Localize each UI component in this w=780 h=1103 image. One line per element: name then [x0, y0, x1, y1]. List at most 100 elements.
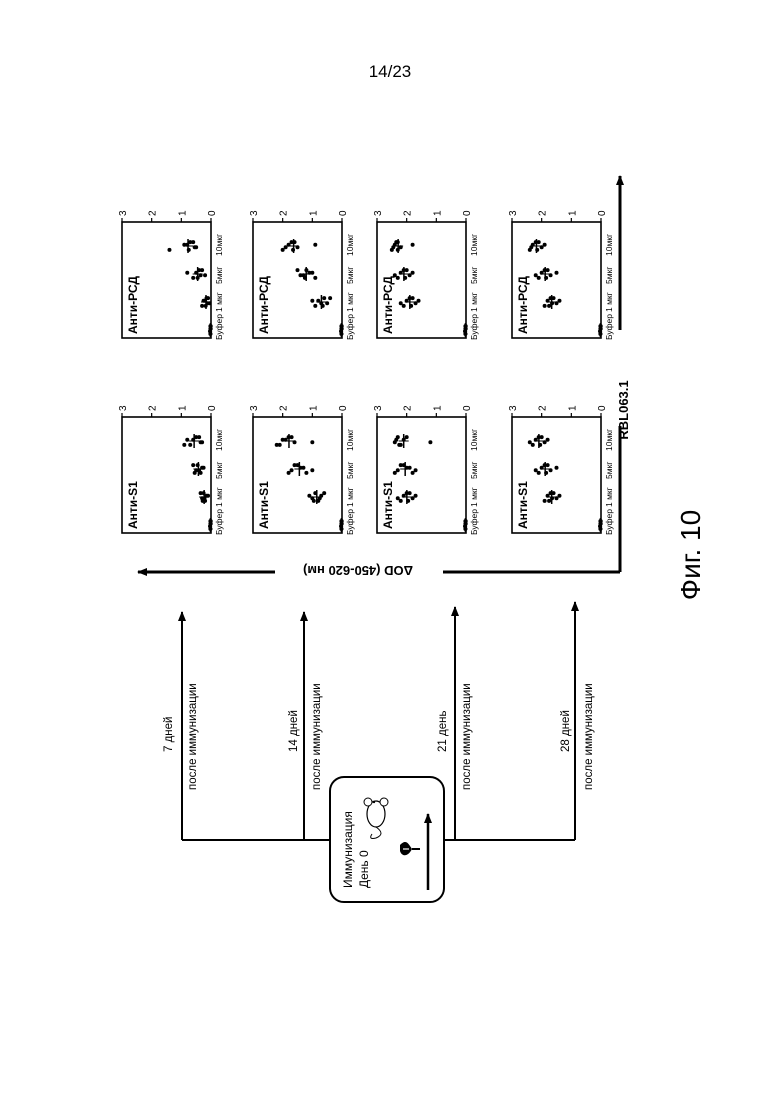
data-point	[296, 268, 300, 272]
scatter-panel: 0123Анти-S1Буфер1 мкг5мкг10мкг	[118, 405, 224, 535]
category-label: 10мкг	[345, 234, 355, 256]
category-label: Буфер	[604, 314, 614, 340]
scatter-panel: 0123Анти-РСДБуфер1 мкг5мкг10мкг	[249, 210, 355, 340]
tick-label: 0	[338, 210, 349, 216]
tick-label: 2	[403, 405, 414, 411]
data-point	[394, 438, 398, 442]
data-point	[199, 440, 203, 444]
tick-label: 3	[373, 210, 384, 216]
data-point	[393, 471, 397, 475]
data-point	[167, 248, 171, 252]
data-point	[414, 494, 418, 498]
data-point	[304, 471, 308, 475]
data-point	[185, 271, 189, 275]
tick-label: 0	[597, 210, 608, 216]
panel-title: Анти-S1	[257, 481, 271, 529]
panel-title: Анти-РСД	[257, 276, 271, 334]
category-label: Буфер	[604, 509, 614, 535]
tick-label: 1	[177, 405, 188, 411]
category-label: Буфер	[345, 509, 355, 535]
data-point	[534, 273, 538, 277]
data-point	[287, 471, 291, 475]
tick-label: 2	[279, 210, 290, 216]
delta-od-axis: ΔOD (450-620 нм)	[138, 562, 445, 582]
category-label: 10мкг	[469, 234, 479, 256]
timepoint-day-2: 14 дней	[288, 710, 300, 752]
data-point	[322, 491, 326, 495]
category-label: 1 мкг	[604, 292, 614, 312]
data-point	[546, 438, 550, 442]
tick-label: 1	[308, 210, 319, 216]
tick-label: 1	[567, 405, 578, 411]
data-point	[307, 494, 311, 498]
data-point	[328, 296, 332, 300]
category-label: Буфер	[469, 509, 479, 535]
immunization-day-label: День 0	[357, 850, 371, 888]
category-label: 5мкг	[214, 267, 224, 284]
timepoint-day-1: 7 дней	[163, 717, 175, 752]
category-label: 10мкг	[345, 429, 355, 451]
delta-od-label: ΔOD (450-620 нм)	[303, 563, 413, 578]
data-point	[188, 443, 192, 447]
panel-title: Анти-S1	[516, 481, 530, 529]
data-point	[411, 271, 415, 275]
tick-label: 2	[279, 405, 290, 411]
category-label: Буфер	[345, 314, 355, 340]
data-point	[197, 435, 201, 439]
category-label: 5мкг	[604, 462, 614, 479]
timepoint-day-4: 28 дней	[560, 710, 572, 752]
data-point	[546, 463, 550, 467]
data-point	[275, 443, 279, 447]
data-point	[313, 304, 317, 308]
data-point	[399, 463, 403, 467]
tick-label: 0	[462, 210, 473, 216]
category-label: 5мкг	[469, 462, 479, 479]
tick-label: 0	[597, 405, 608, 411]
data-point	[193, 245, 197, 249]
category-label: 5мкг	[214, 462, 224, 479]
category-label: 1 мкг	[604, 487, 614, 507]
data-point	[310, 468, 314, 472]
category-label: Буфер	[214, 314, 224, 340]
data-point	[547, 304, 551, 308]
panel-title: Анти-РСД	[126, 276, 140, 334]
data-point	[396, 496, 400, 500]
timepoint-after-3: после иммунизации	[461, 683, 473, 790]
data-point	[397, 443, 401, 447]
data-point	[188, 240, 192, 244]
data-point	[200, 304, 204, 308]
category-label: 5мкг	[604, 267, 614, 284]
category-label: 10мкг	[214, 234, 224, 256]
tick-label: 0	[338, 405, 349, 411]
data-point	[203, 273, 207, 277]
data-point	[414, 468, 418, 472]
tick-label: 0	[462, 405, 473, 411]
data-point	[405, 435, 409, 439]
category-label: 5мкг	[345, 267, 355, 284]
data-point	[411, 243, 415, 247]
scatter-panel: 0123Анти-РСДБуфер1 мкг5мкг10мкг	[373, 210, 479, 340]
data-point	[557, 494, 561, 498]
category-label: 1 мкг	[469, 487, 479, 507]
tick-label: 1	[308, 405, 319, 411]
tick-label: 0	[207, 405, 218, 411]
category-label: Буфер	[214, 509, 224, 535]
timepoint-after-1: после иммунизации	[187, 683, 199, 790]
scatter-panel: 0123Анти-S1Буфер1 мкг5мкг10мкг	[373, 405, 479, 535]
tick-label: 0	[207, 210, 218, 216]
data-point	[182, 443, 186, 447]
data-point	[199, 491, 203, 495]
data-point	[543, 499, 547, 503]
data-point	[191, 276, 195, 280]
data-point	[312, 499, 316, 503]
category-label: 1 мкг	[214, 487, 224, 507]
data-point	[555, 466, 559, 470]
data-point	[547, 499, 551, 503]
data-point	[310, 440, 314, 444]
tick-label: 1	[567, 210, 578, 216]
tick-label: 2	[148, 405, 159, 411]
scatter-panel: 0123Анти-РСДБуфер1 мкг5мкг10мкг	[508, 210, 614, 340]
tick-label: 3	[508, 405, 519, 411]
data-point	[534, 468, 538, 472]
